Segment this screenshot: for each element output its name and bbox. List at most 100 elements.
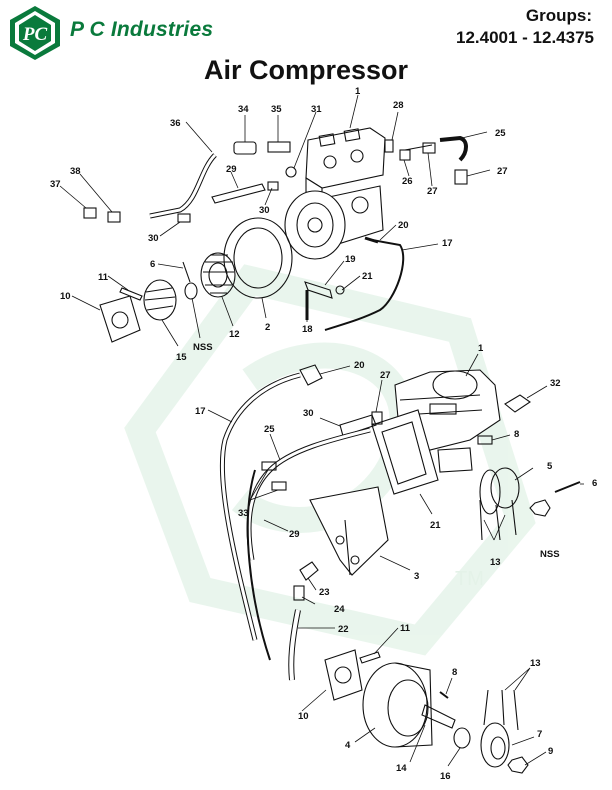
callout-26: 26	[402, 176, 413, 187]
callout-3: 3	[414, 571, 419, 582]
callout-11-top: 11	[98, 272, 109, 283]
callout-16: 16	[440, 771, 451, 782]
front-flange-top	[284, 190, 346, 260]
gasket-2	[223, 217, 293, 299]
callout-17-mid: 17	[195, 406, 206, 417]
watermark-logo: TM	[124, 264, 536, 656]
callout-25-top: 25	[495, 128, 506, 139]
callout-2: 2	[265, 322, 270, 333]
pc-industries-logo: PC	[10, 6, 60, 60]
callout-31: 31	[311, 104, 322, 115]
callout-15: 15	[176, 352, 187, 363]
fitting-24	[293, 585, 305, 601]
callout-6-top: 6	[150, 259, 155, 270]
bolt-11-bottom	[359, 651, 381, 664]
callout-24: 24	[334, 604, 345, 615]
callout-21-top: 21	[362, 271, 373, 282]
callout-23: 23	[319, 587, 330, 598]
plug-21-top	[335, 285, 345, 295]
pulley-7	[480, 722, 510, 768]
gasket-35	[267, 141, 291, 153]
callout-25-mid: 25	[264, 424, 275, 435]
fitting-27-mid	[371, 411, 383, 425]
fitting-19	[304, 281, 333, 299]
callout-9: 9	[548, 746, 553, 757]
nut-nss-top	[184, 282, 198, 300]
callout-12: 12	[229, 329, 240, 340]
watermark-tm: TM	[455, 568, 484, 590]
elbow-25-top	[439, 135, 468, 162]
key-6-mid	[554, 481, 581, 493]
callout-20-mid: 20	[354, 360, 365, 371]
callout-34: 34	[238, 104, 249, 115]
drawing-lines	[83, 127, 581, 774]
company-name: P C Industries	[70, 18, 214, 41]
callout-32: 32	[550, 378, 561, 389]
shaft-mid	[437, 447, 473, 473]
callout-22: 22	[338, 624, 349, 635]
callout-37: 37	[50, 179, 61, 190]
callout-13-bottom: 13	[530, 658, 541, 669]
key-8-bottom	[439, 691, 449, 699]
callout-20-top: 20	[398, 220, 409, 231]
callout-33: 33	[238, 508, 249, 519]
clamp-33b	[271, 481, 287, 491]
callout-38: 38	[70, 166, 81, 177]
fitting-27-top	[454, 169, 468, 185]
nut-9	[507, 756, 529, 774]
hub-10-top	[99, 295, 141, 343]
callout-27-top-b: 27	[497, 166, 508, 177]
callout-4: 4	[345, 740, 351, 751]
fitting-34	[233, 141, 257, 155]
callout-28: 28	[393, 100, 404, 111]
elbow-20-mid	[299, 364, 323, 386]
callout-30-top-right: 30	[259, 205, 270, 216]
fitting-28	[384, 139, 394, 153]
callout-1-top: 1	[355, 86, 361, 97]
callout-30-top-left: 30	[148, 233, 159, 244]
belts-13	[483, 689, 519, 731]
callout-labels: 1 28 35 34 31 36 25 38 37 29 30 30 26 27…	[50, 86, 597, 782]
groups-range: 12.4001 - 12.4375	[455, 28, 594, 47]
callout-27-top-a: 27	[427, 186, 438, 197]
bolt-11-top	[119, 287, 143, 301]
callout-36: 36	[170, 118, 181, 129]
callout-19: 19	[345, 254, 356, 265]
shaft-14	[421, 704, 456, 729]
clamp-33a	[261, 461, 277, 471]
callout-1-mid: 1	[478, 343, 484, 354]
spacer-16	[453, 727, 471, 749]
logo-lettering: PC	[22, 24, 48, 45]
callout-29-mid: 29	[289, 529, 300, 540]
hose-29-mid	[246, 469, 271, 661]
callout-21-mid: 21	[430, 520, 441, 531]
fitting-37	[83, 207, 97, 219]
callout-5: 5	[547, 461, 553, 472]
housing-4	[362, 662, 428, 748]
nut-nss-mid	[529, 499, 551, 517]
fitting-38	[107, 211, 121, 223]
groups-label: Groups:	[525, 6, 592, 25]
callout-30-mid: 30	[303, 408, 314, 419]
callout-10-bottom: 10	[298, 711, 309, 722]
line-17-top	[324, 239, 405, 331]
plug-31	[285, 166, 297, 178]
callout-10-top: 10	[60, 291, 71, 302]
fitting-20-top	[364, 236, 379, 244]
pulley-5	[490, 467, 520, 509]
callout-nss-mid: NSS	[540, 549, 560, 560]
callout-27-mid: 27	[380, 370, 391, 381]
fitting-26	[404, 144, 433, 151]
elbow-23	[299, 561, 319, 581]
callout-35: 35	[271, 104, 282, 115]
leader-lines	[59, 94, 584, 767]
pin-6-top	[182, 261, 191, 283]
callout-nss-top: NSS	[193, 342, 213, 353]
gasket-21-mid	[371, 409, 439, 495]
hub-10-bottom	[324, 649, 363, 701]
callout-8-bottom: 8	[452, 667, 457, 678]
callout-17-top: 17	[442, 238, 453, 249]
fitting-30-mid	[339, 414, 377, 437]
callout-8-mid: 8	[514, 429, 519, 440]
